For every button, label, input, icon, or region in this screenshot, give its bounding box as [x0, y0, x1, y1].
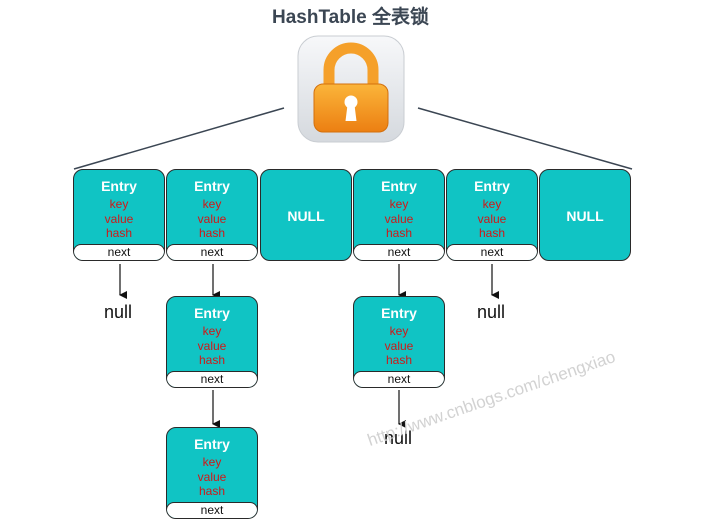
lock-line-right	[417, 107, 633, 170]
padlock-icon	[296, 34, 406, 144]
entry-key: key	[202, 455, 222, 469]
null-terminator: null	[477, 302, 506, 322]
entry-label: Entry	[474, 178, 510, 194]
chain-entry: Entry key value hash next	[166, 296, 258, 388]
entry-value: value	[104, 212, 134, 226]
entry-label: Entry	[101, 178, 137, 194]
bucket-entry: Entry key value hash next	[353, 169, 445, 261]
entry-next: next	[354, 371, 444, 387]
entry-value: value	[477, 212, 507, 226]
entry-hash: hash	[385, 353, 413, 367]
entry-key: key	[109, 197, 129, 211]
entry-label: Entry	[194, 436, 230, 452]
entry-hash: hash	[385, 226, 413, 240]
entry-label: Entry	[194, 178, 230, 194]
entry-hash: hash	[198, 226, 226, 240]
entry-value: value	[197, 212, 227, 226]
entry-next: next	[447, 244, 537, 260]
entry-next: next	[167, 371, 257, 387]
entry-key: key	[202, 324, 222, 338]
chain-entry: Entry key value hash next	[166, 427, 258, 519]
entry-label: Entry	[381, 178, 417, 194]
entry-next: next	[354, 244, 444, 260]
entry-next: next	[74, 244, 164, 260]
entry-hash: hash	[198, 484, 226, 498]
entry-value: value	[197, 339, 227, 353]
entry-hash: hash	[198, 353, 226, 367]
entry-next: next	[167, 502, 257, 518]
bucket-null: NULL	[539, 169, 631, 261]
entry-hash: hash	[105, 226, 133, 240]
null-cell-label: NULL	[566, 208, 604, 224]
bucket-null: NULL	[260, 169, 352, 261]
entry-label: Entry	[194, 305, 230, 321]
null-cell-label: NULL	[287, 208, 325, 224]
entry-next: next	[167, 244, 257, 260]
entry-value: value	[384, 212, 414, 226]
entry-value: value	[384, 339, 414, 353]
entry-hash: hash	[478, 226, 506, 240]
bucket-entry: Entry key value hash next	[166, 169, 258, 261]
entry-value: value	[197, 470, 227, 484]
chain-entry: Entry key value hash next	[353, 296, 445, 388]
bucket-entry: Entry key value hash next	[446, 169, 538, 261]
null-terminator: null	[384, 428, 413, 448]
null-terminator: null	[104, 302, 133, 322]
entry-key: key	[482, 197, 502, 211]
bucket-entry: Entry key value hash next	[73, 169, 165, 261]
entry-label: Entry	[381, 305, 417, 321]
entry-key: key	[202, 197, 222, 211]
entry-key: key	[389, 324, 409, 338]
lock-line-left	[73, 107, 285, 170]
diagram-title: HashTable 全表锁	[272, 7, 429, 28]
entry-key: key	[389, 197, 409, 211]
